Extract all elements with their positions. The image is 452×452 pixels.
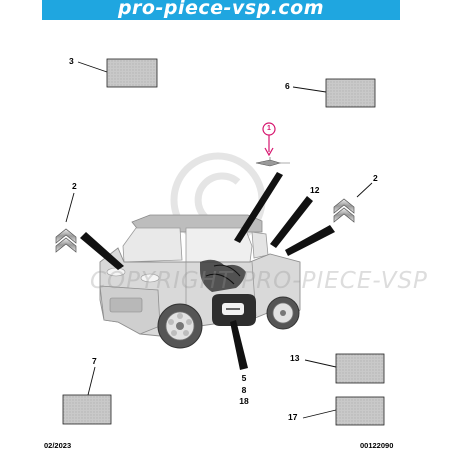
site-banner: pro-piece-vsp.com <box>42 0 400 20</box>
callout-1: 1 <box>267 125 271 132</box>
footer-reference: 00122090 <box>360 441 394 450</box>
leader-line-17 <box>302 409 337 419</box>
pointer-wedge-2-left <box>80 232 124 270</box>
brand-chevron-emblem <box>55 228 77 253</box>
callout-3: 3 <box>69 56 74 66</box>
callout-13: 13 <box>290 353 300 363</box>
label-plate-3 <box>106 58 158 88</box>
label-plate-13 <box>335 353 385 384</box>
pointer-wedge-2-right <box>285 225 335 256</box>
callout-2-left: 2 <box>72 181 77 191</box>
pointer-wedge-5-8-18 <box>230 320 248 370</box>
callout-6: 6 <box>285 81 290 91</box>
leader-line-3 <box>77 61 108 73</box>
callout-12: 12 <box>310 185 320 195</box>
callout-18: 18 <box>239 396 249 406</box>
leader-line-13 <box>304 359 337 368</box>
leader-line-7 <box>87 366 96 396</box>
callout-2-right: 2 <box>373 173 378 183</box>
pointer-wedge-12 <box>270 196 313 248</box>
label-plate-7 <box>62 394 112 425</box>
highlight-arrow-1 <box>264 147 274 157</box>
brand-chevron-emblem <box>333 198 355 223</box>
watermark-text: COPYRIGHT PRO-PIECE-VSP <box>90 268 428 294</box>
site-banner-text: pro-piece-vsp.com <box>117 0 325 19</box>
callout-17: 17 <box>288 412 298 422</box>
part-1-clip <box>255 157 290 167</box>
leader-line-2-right <box>356 182 373 198</box>
callout-7: 7 <box>92 356 97 366</box>
leader-line-2-left <box>65 192 75 223</box>
callout-8: 8 <box>241 384 247 395</box>
footer-date: 02/2023 <box>44 441 72 450</box>
callout-5: 5 <box>241 373 247 383</box>
label-plate-6 <box>325 78 376 108</box>
label-plate-17 <box>335 396 385 426</box>
pointer-wedge-part-1 <box>234 172 283 243</box>
leader-line-6 <box>292 86 327 93</box>
callout-group-5-8-18: 5 8 18 <box>237 373 251 408</box>
vehicle-illustration <box>99 214 301 349</box>
